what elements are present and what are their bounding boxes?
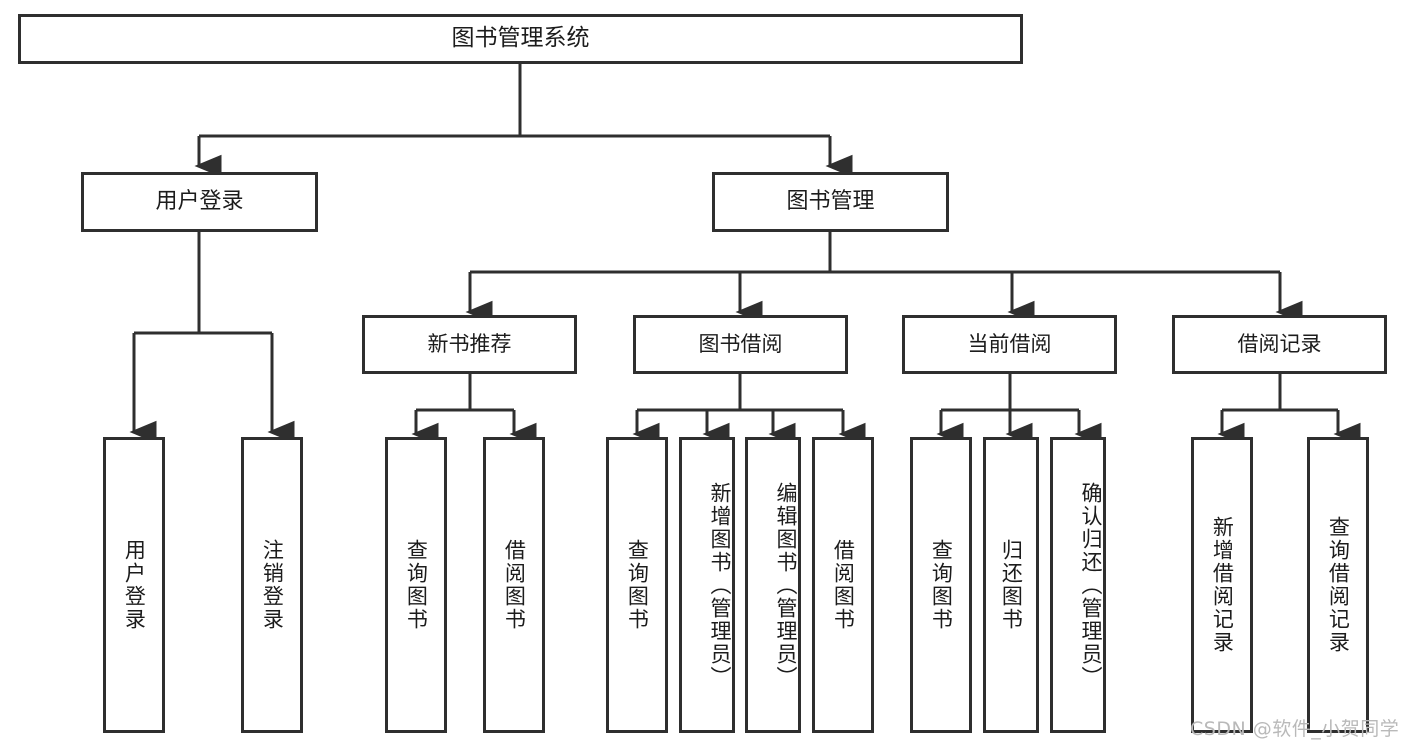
node-book-borrow[interactable]: 图书借阅 <box>633 315 848 374</box>
leaf-book-borrow-edit[interactable]: 编辑图书（管理员） <box>745 437 801 733</box>
leaf-book-borrow-add-label: 新增图书（管理员） <box>708 481 732 689</box>
leaf-borrow-record-query[interactable]: 查询借阅记录 <box>1307 437 1369 733</box>
leaf-book-borrow-query-label: 查询图书 <box>625 539 650 631</box>
leaf-book-borrow-borrow-label: 借阅图书 <box>831 539 856 631</box>
node-new-book-recommend[interactable]: 新书推荐 <box>362 315 577 374</box>
leaf-user-login-logout-label: 注销登录 <box>260 539 285 631</box>
node-book-management[interactable]: 图书管理 <box>712 172 949 232</box>
leaf-borrow-record-add[interactable]: 新增借阅记录 <box>1191 437 1253 733</box>
leaf-user-login-logout[interactable]: 注销登录 <box>241 437 303 733</box>
leaf-new-book-borrow[interactable]: 借阅图书 <box>483 437 545 733</box>
node-book-management-label: 图书管理 <box>786 189 875 215</box>
leaf-current-borrow-confirm-label: 确认归还（管理员） <box>1079 481 1103 689</box>
node-new-book-recommend-label: 新书推荐 <box>427 332 512 357</box>
node-root[interactable]: 图书管理系统 <box>18 14 1023 64</box>
node-user-login-label: 用户登录 <box>155 189 244 215</box>
node-current-borrow-label: 当前借阅 <box>967 332 1052 357</box>
leaf-book-borrow-add[interactable]: 新增图书（管理员） <box>679 437 735 733</box>
node-borrow-record-label: 借阅记录 <box>1237 332 1322 357</box>
leaf-current-borrow-query-label: 查询图书 <box>929 539 954 631</box>
node-borrow-record[interactable]: 借阅记录 <box>1172 315 1387 374</box>
leaf-book-borrow-edit-label: 编辑图书（管理员） <box>774 481 798 689</box>
leaf-borrow-record-query-label: 查询借阅记录 <box>1326 516 1351 654</box>
leaf-user-login-login[interactable]: 用户登录 <box>103 437 165 733</box>
leaf-new-book-query[interactable]: 查询图书 <box>385 437 447 733</box>
leaf-new-book-borrow-label: 借阅图书 <box>502 539 527 631</box>
leaf-current-borrow-return[interactable]: 归还图书 <box>983 437 1039 733</box>
leaf-borrow-record-add-label: 新增借阅记录 <box>1210 516 1235 654</box>
leaf-current-borrow-query[interactable]: 查询图书 <box>910 437 972 733</box>
node-current-borrow[interactable]: 当前借阅 <box>902 315 1117 374</box>
node-user-login[interactable]: 用户登录 <box>81 172 318 232</box>
leaf-book-borrow-query[interactable]: 查询图书 <box>606 437 668 733</box>
leaf-current-borrow-confirm[interactable]: 确认归还（管理员） <box>1050 437 1106 733</box>
leaf-new-book-query-label: 查询图书 <box>404 539 429 631</box>
leaf-current-borrow-return-label: 归还图书 <box>999 539 1024 631</box>
node-book-borrow-label: 图书借阅 <box>698 332 783 357</box>
leaf-book-borrow-borrow[interactable]: 借阅图书 <box>812 437 874 733</box>
node-root-label: 图书管理系统 <box>451 25 590 52</box>
leaf-user-login-login-label: 用户登录 <box>122 539 147 631</box>
